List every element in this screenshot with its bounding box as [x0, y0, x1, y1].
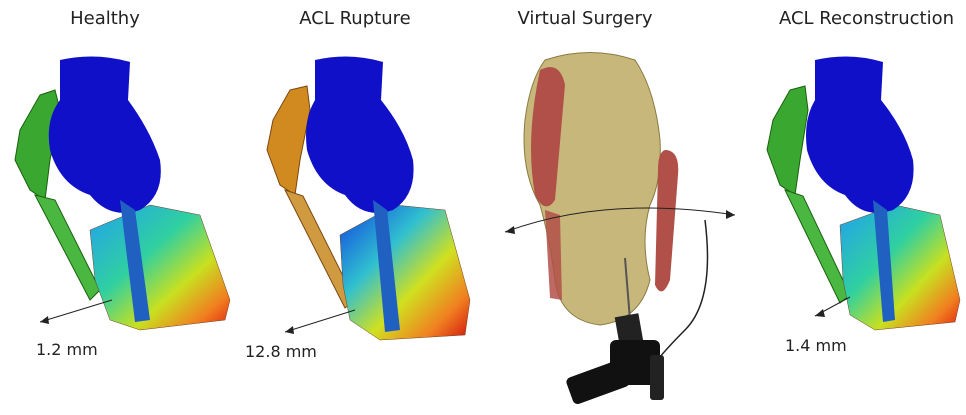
- acl-reconstruction-knee-model: [745, 0, 966, 415]
- virtual-surgery-model: [490, 0, 750, 415]
- displacement-arrow: [285, 310, 355, 332]
- displacement-arrow: [40, 300, 112, 322]
- drill-icon: [565, 313, 664, 405]
- measurement-healthy: 1.2 mm: [36, 340, 98, 359]
- measurement-acl-rupture: 12.8 mm: [245, 342, 317, 361]
- panel-acl-rupture: ACL Rupture 12.8 mm: [245, 0, 485, 415]
- panel-virtual-surgery: Virtual Surgery: [490, 0, 750, 415]
- measurement-acl-reconstruction: 1.4 mm: [785, 336, 847, 355]
- panel-healthy: Healthy 1.2 mm: [0, 0, 240, 415]
- panel-acl-reconstruction: ACL Reconstruction 1.4 mm: [745, 0, 966, 415]
